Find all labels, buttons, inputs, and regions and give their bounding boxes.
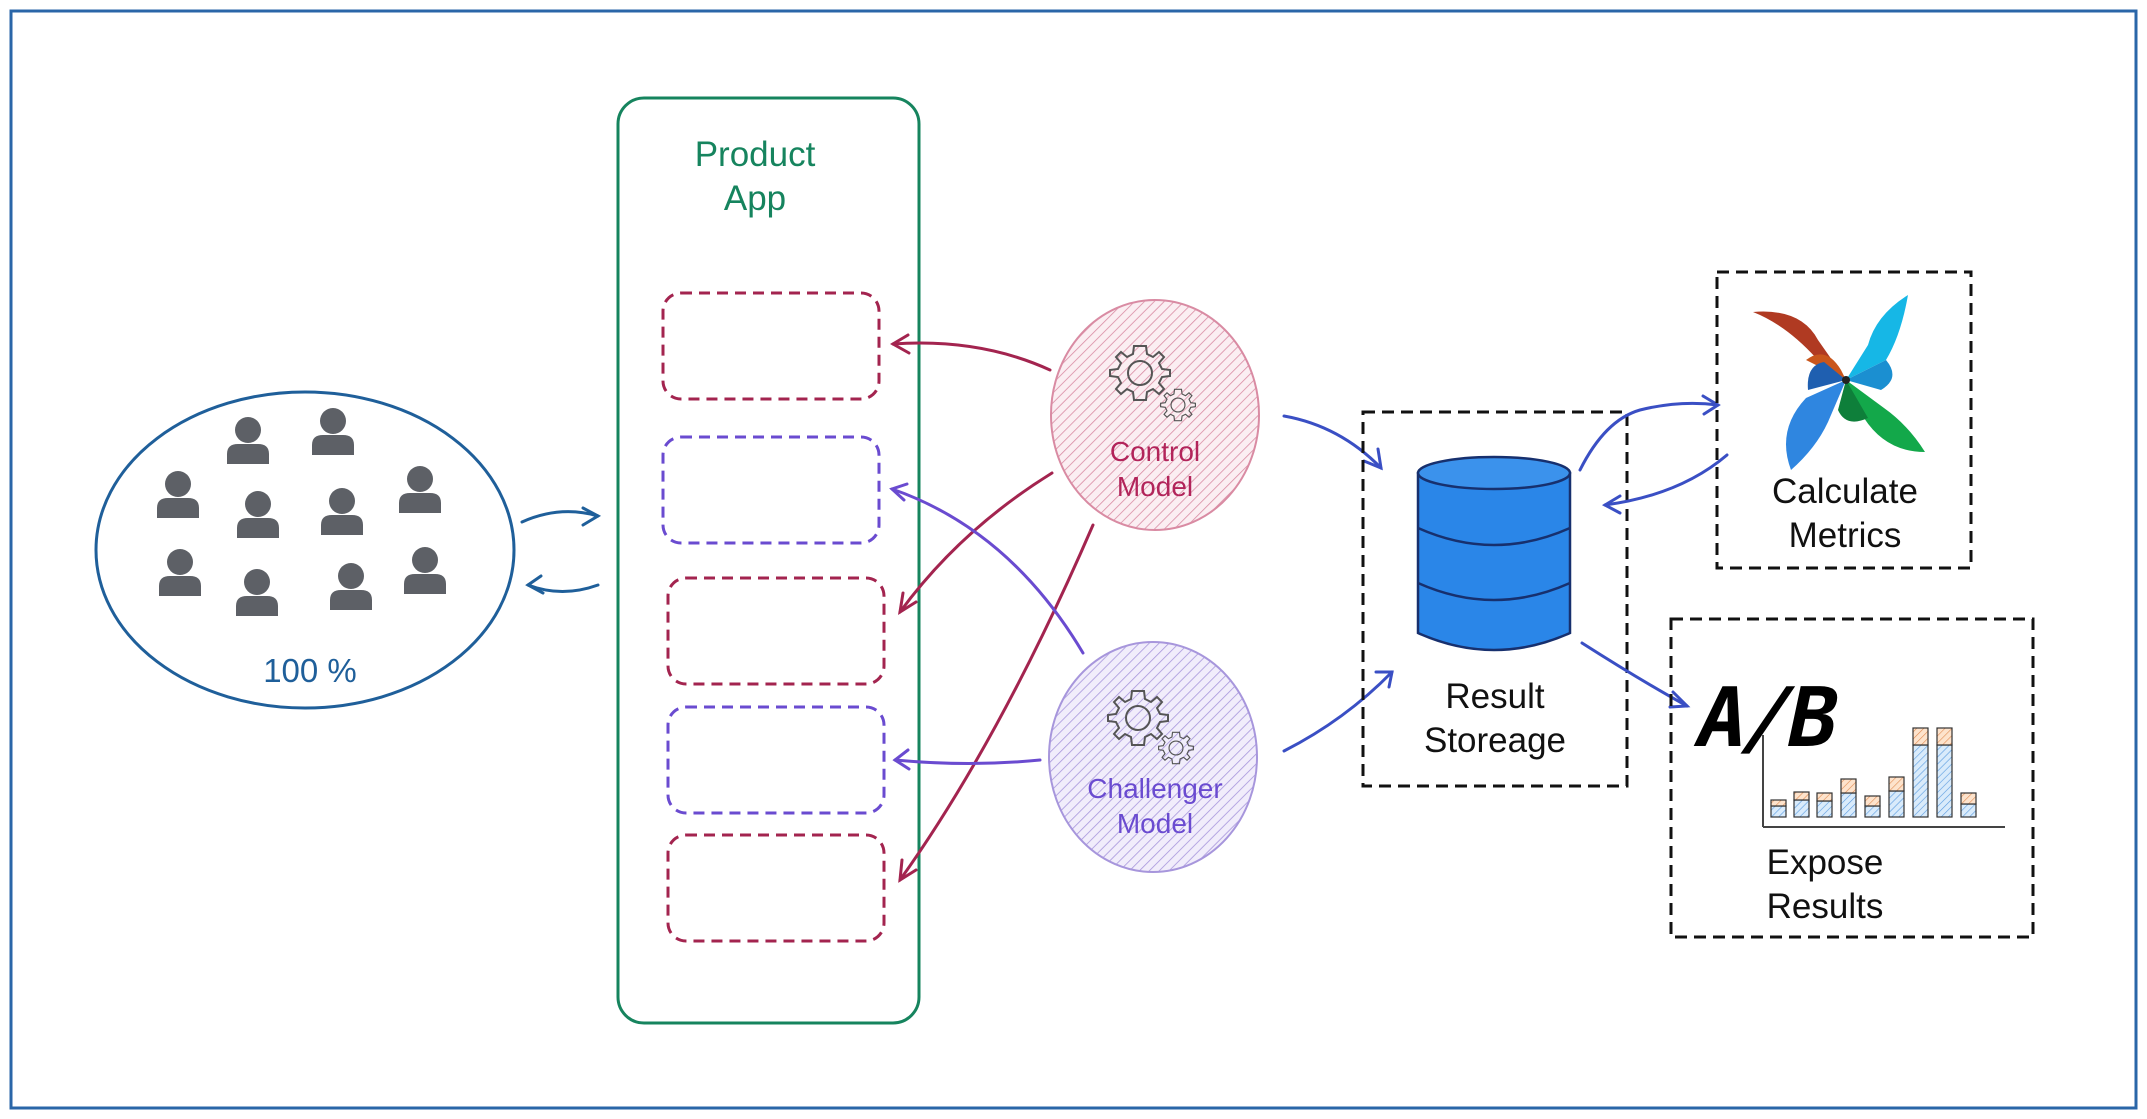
outer-frame (9, 9, 2138, 1110)
app-slot-control (661, 291, 881, 401)
expose-box (1669, 617, 2035, 939)
bar-chart-icon (1762, 727, 2005, 828)
person-icon (157, 408, 446, 616)
users-group (94, 390, 516, 710)
result-storage-label: Result Storeage (1423, 677, 1567, 760)
challenger-model-node (1048, 641, 1258, 873)
model-storage-arrows (1282, 414, 1394, 753)
product-app-container (616, 96, 921, 1025)
users-percentage-label: 100 % (263, 652, 357, 689)
storage-output-arrows (1578, 394, 1729, 709)
product-app-title: Product App (694, 135, 816, 218)
app-slots (661, 291, 886, 943)
app-slot-challenger (666, 705, 886, 815)
metrics-box (1715, 270, 1973, 570)
control-model-node (1050, 299, 1260, 531)
users-ellipse (94, 390, 516, 710)
storage-box (1361, 410, 1629, 788)
users-app-arrows (520, 506, 602, 595)
challenger-model-label: Challenger Model (1087, 773, 1223, 839)
app-slot-control (666, 833, 886, 943)
database-icon (1416, 455, 1572, 652)
ab-text-icon: A/B (1688, 671, 1845, 766)
expose-results-label: Expose Results (1766, 843, 1884, 926)
app-slot-control (666, 576, 886, 686)
pinwheel-icon (1753, 295, 1925, 470)
calculate-metrics-label: Calculate Metrics (1772, 472, 1918, 555)
app-slot-challenger (661, 435, 881, 545)
control-model-label: Control Model (1109, 436, 1201, 502)
model-app-arrows (889, 333, 1095, 883)
